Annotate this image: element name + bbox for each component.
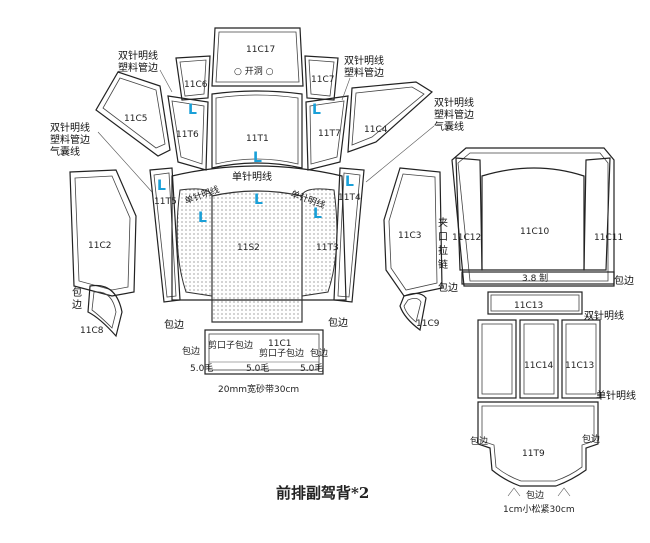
- svg-text:11C3: 11C3: [398, 231, 421, 241]
- piece-11t9: 11T9 包边 包边 包边 1cm小松紧30cm: [470, 401, 600, 515]
- svg-text:剪口子包边: 剪口子包边: [259, 347, 304, 359]
- svg-text:5.0毛: 5.0毛: [300, 362, 323, 374]
- svg-text:塑料管边: 塑料管边: [344, 66, 384, 79]
- svg-text:11T7: 11T7: [318, 129, 341, 139]
- svg-text:包边: 包边: [470, 435, 488, 447]
- svg-text:L: L: [345, 174, 354, 190]
- svg-text:L: L: [254, 192, 263, 208]
- svg-text:11C4: 11C4: [364, 125, 388, 135]
- svg-text:11T9: 11T9: [522, 449, 545, 459]
- svg-text:11T5: 11T5: [154, 197, 177, 207]
- svg-text:11C17: 11C17: [246, 45, 275, 55]
- piece-right-assembly: 11C12 11C10 11C11 3.8 制: [451, 147, 623, 287]
- piece-11c3: 11C3: [383, 167, 443, 297]
- piece-11c2: 11C2: [69, 169, 137, 297]
- piece-11t6: 11T6 L: [167, 95, 209, 171]
- svg-text:11C8: 11C8: [80, 326, 104, 336]
- piece-11c4: 11C4: [347, 81, 433, 153]
- svg-text:包边: 包边: [526, 489, 544, 501]
- svg-text:L: L: [157, 178, 166, 194]
- svg-text:边: 边: [72, 299, 82, 311]
- svg-text:11T6: 11T6: [176, 130, 199, 140]
- svg-text:拉: 拉: [438, 244, 448, 257]
- svg-text:包边: 包边: [182, 345, 200, 357]
- svg-text:包边: 包边: [614, 274, 634, 287]
- svg-text:11C2: 11C2: [88, 241, 111, 251]
- svg-text:双针明线: 双针明线: [434, 96, 474, 109]
- piece-11c17: 11C17 ○ 开洞 ○: [211, 27, 304, 87]
- svg-text:夹: 夹: [438, 216, 448, 229]
- svg-text:L: L: [253, 150, 262, 166]
- svg-text:双针明线: 双针明线: [344, 54, 384, 67]
- svg-text:包边: 包边: [310, 347, 328, 359]
- svg-text:11C1: 11C1: [268, 339, 291, 349]
- svg-text:11C5: 11C5: [124, 114, 147, 124]
- piece-11c1: 11C1 剪口子包边 剪口子包边 5.0毛 5.0毛 5.0毛 包边 包边 20…: [182, 329, 328, 395]
- svg-text:11C13: 11C13: [514, 301, 543, 311]
- svg-text:塑料管边: 塑料管边: [118, 61, 158, 74]
- piece-11t4: 11T4 L: [333, 167, 365, 303]
- svg-text:11C10: 11C10: [520, 227, 549, 237]
- svg-text:3.8 制: 3.8 制: [522, 272, 548, 284]
- svg-text:包边: 包边: [164, 318, 184, 331]
- piece-three-panels: 11C14 11C13: [477, 319, 601, 399]
- svg-text:包边: 包边: [438, 281, 458, 294]
- svg-text:11S2: 11S2: [237, 243, 260, 253]
- piece-11t5: 11T5 L: [149, 167, 181, 303]
- svg-text:5.0毛: 5.0毛: [246, 362, 269, 374]
- svg-text:L: L: [198, 210, 207, 226]
- piece-11t1: 11T1 L: [211, 90, 303, 169]
- svg-text:单针明线: 单针明线: [596, 389, 636, 402]
- svg-text:塑料管边: 塑料管边: [50, 133, 90, 146]
- svg-text:剪口子包边: 剪口子包边: [208, 339, 253, 351]
- piece-11c7: 11C7: [304, 55, 339, 101]
- svg-text:L: L: [312, 102, 321, 118]
- svg-text:L: L: [188, 102, 197, 118]
- svg-text:11T3: 11T3: [316, 243, 339, 253]
- svg-text:1cm小松紧30cm: 1cm小松紧30cm: [503, 503, 575, 515]
- piece-11t7: 11T7 L: [305, 95, 349, 171]
- svg-text:11C6: 11C6: [184, 80, 208, 90]
- leader-lines: [97, 69, 601, 319]
- svg-text:口: 口: [438, 232, 448, 243]
- svg-text:11C11: 11C11: [594, 233, 623, 243]
- svg-text:气囊线: 气囊线: [434, 120, 464, 133]
- piece-seat-back: 11S2 11T3 L L L 单针明线 单针明线 单针明线: [171, 165, 347, 323]
- svg-text:11C7: 11C7: [311, 75, 334, 85]
- svg-text:双针明线: 双针明线: [50, 121, 90, 134]
- piece-11c9: 11C9: [399, 292, 440, 332]
- svg-text:○ 开洞 ○: ○ 开洞 ○: [234, 66, 274, 77]
- svg-text:单针明线: 单针明线: [232, 170, 272, 183]
- svg-text:11T1: 11T1: [246, 134, 269, 144]
- svg-text:11C9: 11C9: [416, 319, 440, 329]
- svg-text:11T4: 11T4: [338, 193, 361, 203]
- svg-text:11C12: 11C12: [452, 233, 481, 243]
- svg-text:包边: 包边: [328, 316, 348, 329]
- svg-text:双针明线: 双针明线: [118, 49, 158, 62]
- piece-11c13-bar: 11C13: [487, 291, 583, 315]
- annotations: 双针明线 塑料管边 双针明线 塑料管边 双针明线 塑料管边 气囊线 双针明线 塑…: [50, 49, 636, 402]
- svg-text:气囊线: 气囊线: [50, 145, 80, 158]
- svg-text:包边: 包边: [582, 433, 600, 445]
- svg-text:链: 链: [438, 258, 448, 271]
- svg-text:11C13: 11C13: [565, 361, 594, 371]
- svg-text:双针明线: 双针明线: [584, 309, 624, 322]
- svg-text:塑料管边: 塑料管边: [434, 108, 474, 121]
- piece-11c6: 11C6: [175, 55, 211, 101]
- svg-text:包: 包: [72, 286, 82, 299]
- svg-text:5.0毛: 5.0毛: [190, 362, 213, 374]
- piece-11c5: 11C5: [95, 71, 171, 157]
- svg-text:L: L: [313, 206, 322, 222]
- svg-text:20mm宽砂带30cm: 20mm宽砂带30cm: [218, 383, 299, 395]
- diagram-title: 前排副驾背*2: [276, 484, 369, 502]
- piece-11c8: 11C8: [80, 284, 123, 338]
- svg-text:11C14: 11C14: [524, 361, 553, 371]
